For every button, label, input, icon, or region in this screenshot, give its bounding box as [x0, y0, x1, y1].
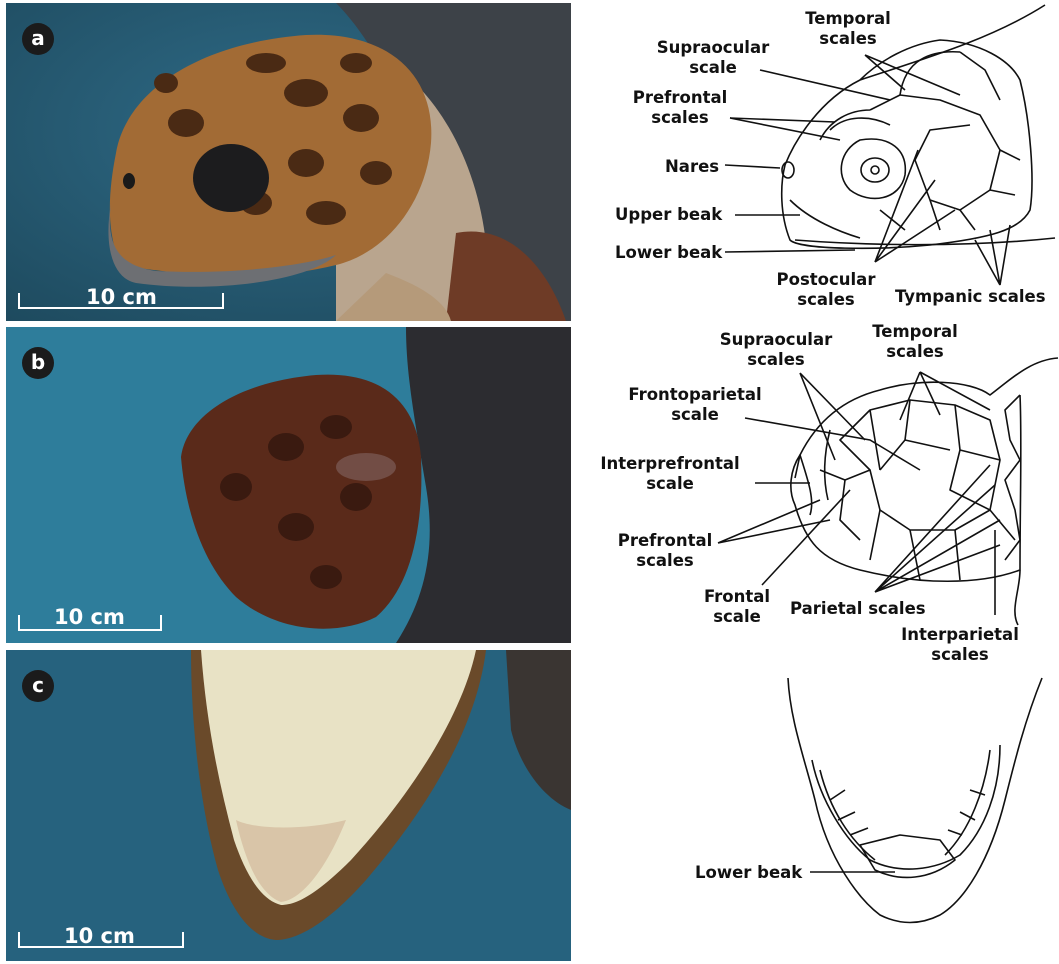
photo-b-image	[6, 327, 571, 643]
photo-panel-c: c 10 cm	[6, 650, 571, 961]
panel-c-scale-label: 10 cm	[64, 924, 135, 948]
label-nares: Nares	[665, 157, 719, 176]
label-tympanic-scales: Tympanic scales	[895, 287, 1046, 306]
label-parietal-scales: Parietal scales	[790, 599, 926, 618]
diagram-c-jaw-ventral	[788, 678, 1042, 923]
panel-b-badge: b	[22, 347, 54, 379]
label-lower-beak-c: Lower beak	[695, 863, 803, 882]
photo-c-image	[6, 650, 571, 961]
diagram-b-head-dorsal	[791, 358, 1058, 625]
photo-panel-b: b 10 cm	[6, 327, 571, 643]
panel-b-scale-label: 10 cm	[54, 605, 125, 629]
label-lower-beak-a: Lower beak	[615, 243, 723, 262]
photo-panel-a: a 10 cm	[6, 3, 571, 321]
photo-a-image	[6, 3, 571, 321]
panel-a-badge: a	[22, 23, 54, 55]
diagram-c-labels: Lower beak	[695, 863, 803, 882]
label-upper-beak-a: Upper beak	[615, 205, 723, 224]
panel-a-scale-label: 10 cm	[86, 285, 157, 309]
panel-c-badge: c	[22, 670, 54, 702]
